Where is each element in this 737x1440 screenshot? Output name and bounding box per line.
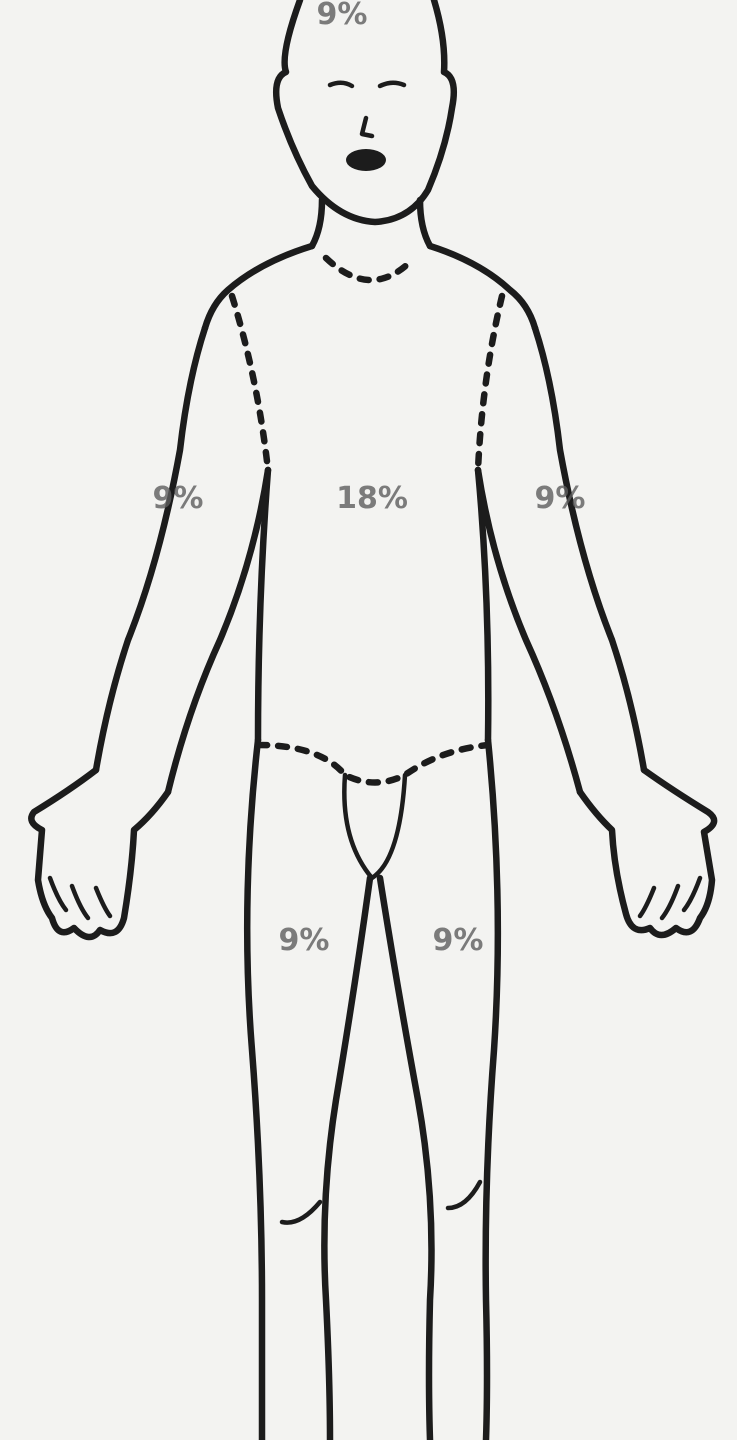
head-percent-label: 9% xyxy=(317,0,368,32)
right-arm-percent-label: 9% xyxy=(153,481,204,516)
left-arm-percent-label: 9% xyxy=(535,481,586,516)
trunk-percent-label: 18% xyxy=(336,481,408,516)
right-leg-percent-label: 9% xyxy=(279,923,330,958)
mouth xyxy=(346,149,386,171)
left-leg-percent-label: 9% xyxy=(433,923,484,958)
